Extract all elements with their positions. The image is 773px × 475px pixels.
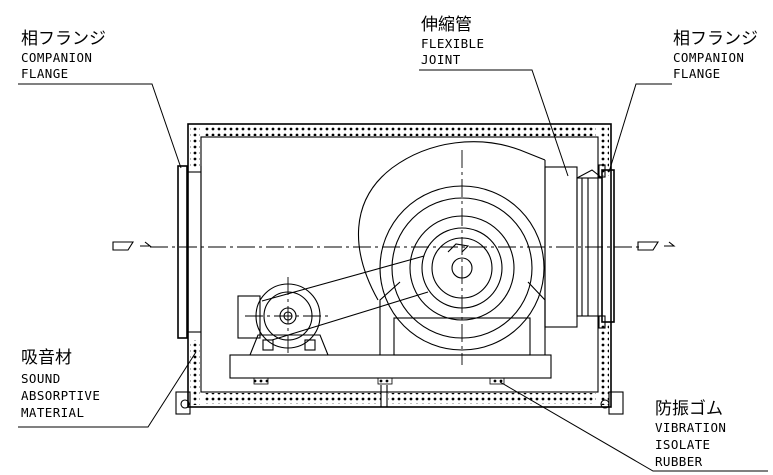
label-en-2: FLANGE — [673, 66, 721, 81]
airflow-arrow-out — [637, 241, 676, 251]
label-jp: 相フランジ — [21, 29, 106, 49]
insulation-right-upper — [599, 126, 609, 176]
isolator-2 — [377, 377, 393, 385]
leader-lines — [18, 69, 768, 472]
insulation-top — [203, 126, 596, 136]
insulation-bottom-left — [203, 393, 381, 404]
insulation-left-upper — [190, 126, 200, 168]
outlet-flange — [598, 164, 615, 329]
label-jp: 相フランジ — [673, 29, 758, 49]
insulation-bottom-right — [388, 393, 596, 404]
label-sound-absorptive: 吸音材 SOUND ABSORPTIVE MATERIAL — [21, 348, 100, 420]
insulation-left-lower — [190, 340, 200, 405]
label-en-1: FLEXIBLE — [421, 36, 484, 51]
label-companion-flange-left: 相フランジ COMPANION FLANGE — [21, 29, 106, 81]
label-en-3: RUBBER — [655, 454, 703, 469]
label-en-1: VIBRATION — [655, 420, 726, 435]
center-lines — [150, 150, 640, 365]
label-jp: 吸音材 — [21, 348, 72, 368]
belt-drive — [261, 255, 429, 341]
airflow-arrow-in — [112, 241, 152, 251]
label-en-1: COMPANION — [21, 50, 92, 65]
base-frame — [229, 354, 552, 385]
label-en-2: FLANGE — [21, 66, 69, 81]
label-en-1: SOUND — [21, 371, 61, 386]
label-jp: 防振ゴム — [655, 398, 723, 419]
insulation-right-lower — [599, 325, 609, 405]
label-en-2: ISOLATE — [655, 437, 710, 452]
label-vibration-isolate: 防振ゴム VIBRATION ISOLATE RUBBER — [655, 398, 726, 469]
label-en-1: COMPANION — [673, 50, 744, 65]
label-companion-flange-right: 相フランジ COMPANION FLANGE — [673, 29, 758, 81]
label-jp: 伸縮管 — [421, 15, 472, 35]
isolator-3 — [489, 377, 505, 385]
label-en-3: MATERIAL — [21, 405, 84, 420]
casing — [175, 123, 624, 415]
label-en-2: ABSORPTIVE — [21, 388, 100, 403]
label-en-2: JOINT — [421, 52, 461, 67]
inlet-flange — [177, 165, 202, 340]
label-flexible-joint: 伸縮管 FLEXIBLE JOINT — [421, 15, 484, 67]
isolator-1 — [253, 377, 269, 385]
fan-pedestal — [379, 281, 546, 356]
